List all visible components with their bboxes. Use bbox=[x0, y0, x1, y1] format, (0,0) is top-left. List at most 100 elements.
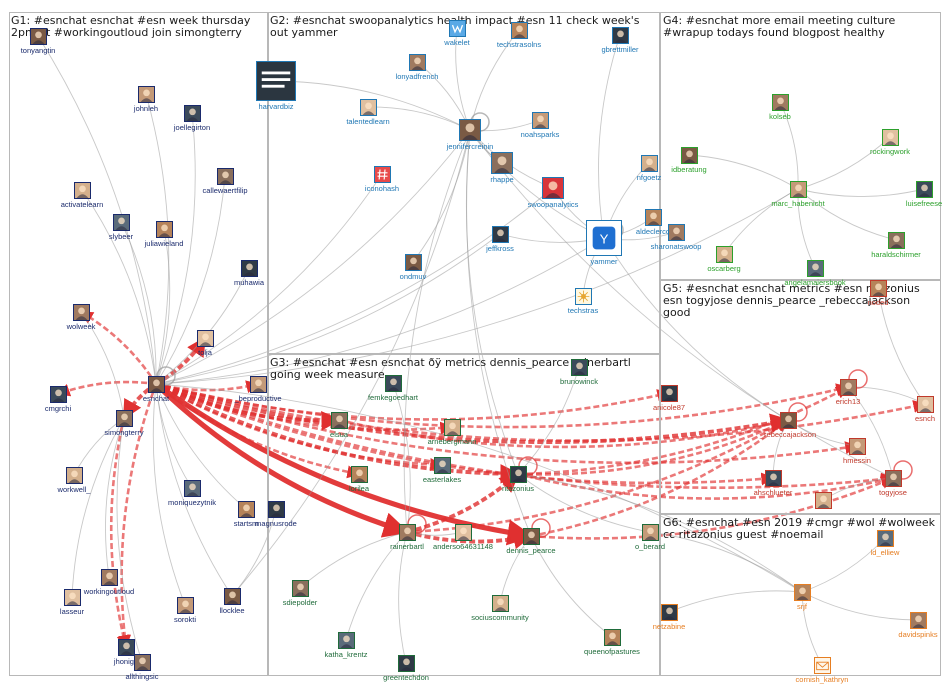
edge-marc_habenicht-luisefreese bbox=[797, 187, 925, 198]
node-label: magnusrode bbox=[255, 518, 297, 528]
workwell-avatar-icon bbox=[65, 466, 83, 484]
idberatung-avatar-icon bbox=[680, 146, 698, 164]
node-label: sdiepolder bbox=[282, 597, 318, 607]
svg-text:Y: Y bbox=[600, 232, 609, 247]
edge-esnchat-anicole87 bbox=[155, 382, 671, 421]
node-label: muhawia bbox=[233, 277, 265, 287]
jennifercreinin-avatar-icon bbox=[459, 119, 481, 141]
node-label: luisefreese bbox=[905, 198, 943, 208]
node-label: _beproductive bbox=[234, 393, 282, 403]
node-label: queenofpastures bbox=[584, 646, 640, 656]
node-label: brunowinck bbox=[560, 376, 598, 386]
node-label: davidspinks bbox=[898, 629, 938, 639]
noded-avatar-icon bbox=[869, 279, 887, 297]
ld_elliew-avatar-icon bbox=[876, 529, 894, 547]
node-label: ritazonius bbox=[501, 483, 535, 493]
node-label: slybeer bbox=[108, 231, 134, 241]
oscarberg-avatar-icon bbox=[715, 245, 733, 263]
sharonatswoop-avatar-icon bbox=[667, 223, 685, 241]
edge-dennis_pearce-togyjose bbox=[530, 476, 895, 540]
edge-esnchat-joellegirton bbox=[155, 112, 196, 385]
node-label: swoopanalytics bbox=[527, 200, 579, 209]
node-label: ondmuv bbox=[399, 271, 427, 281]
edge-dennis_pearce-queenofpastures bbox=[530, 535, 613, 638]
node-label: cmgrchi bbox=[44, 403, 72, 413]
group-box-g2 bbox=[268, 12, 660, 354]
greentechdon-avatar-icon bbox=[397, 654, 415, 672]
edge-marc_habenicht-rockingwork bbox=[797, 136, 891, 190]
node-label: arnebergmann bbox=[427, 436, 477, 446]
edge-rainerbartl-dennis_pearce bbox=[406, 529, 533, 550]
moniquezytnik-avatar-icon bbox=[183, 479, 201, 497]
cornish_kathryn-avatar-icon bbox=[813, 656, 831, 674]
edge-esnchat-cmgrchi bbox=[56, 380, 157, 397]
workingoutloud-avatar-icon bbox=[100, 568, 118, 586]
ondmuv-avatar-icon bbox=[404, 253, 422, 271]
wolweek-avatar-icon bbox=[72, 303, 90, 321]
lorilea-avatar-icon bbox=[350, 465, 368, 483]
node-label: wakelet bbox=[444, 37, 470, 47]
edge-esnchat-arnebergmann bbox=[155, 382, 454, 435]
node-label: o_berard bbox=[634, 541, 666, 551]
node-label: idberatung bbox=[671, 164, 707, 174]
slybeer-avatar-icon bbox=[112, 213, 130, 231]
queenofpastures-avatar-icon bbox=[603, 628, 621, 646]
node-label: noahsparks bbox=[520, 129, 560, 139]
group-box-g6 bbox=[660, 514, 941, 676]
katha_krentz-avatar-icon bbox=[337, 631, 355, 649]
edge-simongterry-lasseur bbox=[69, 417, 125, 598]
johnleh-avatar-icon bbox=[137, 85, 155, 103]
node-label: iconohash bbox=[364, 183, 400, 193]
edge-ondmuv-jennifercreinin bbox=[412, 129, 472, 263]
node-label: lasseur bbox=[59, 606, 85, 616]
node-label: jennifercreinin bbox=[446, 142, 494, 151]
node-label: noded bbox=[867, 297, 889, 307]
node-label: _rebeccajackson bbox=[759, 429, 817, 439]
edge-esnchat-easterlakes bbox=[155, 382, 444, 472]
node-label: katha_krentz bbox=[324, 649, 368, 659]
techstras-avatar-icon bbox=[574, 287, 592, 305]
node-label: workwell_ bbox=[57, 484, 91, 494]
edge-rainerbartl-sdiepolder bbox=[299, 531, 408, 589]
node-label: lonyadfrench bbox=[395, 71, 439, 81]
rhappe-avatar-icon bbox=[491, 152, 513, 174]
edge-ritazonius-rebeccajackson bbox=[517, 418, 790, 476]
angelamaiersbook-avatar-icon bbox=[806, 259, 824, 277]
node-label: jhonig1 bbox=[113, 656, 139, 666]
group-title-g3: G3: #esnchat #esn esnchat ðÿ metrics den… bbox=[270, 356, 631, 381]
node-label: yammer bbox=[590, 257, 618, 266]
edge-esnchat-iconohash bbox=[155, 173, 383, 385]
group-title-g1: G1: #esnchat esnchat #esn week thursday … bbox=[11, 14, 251, 39]
node-label: sociuscommunity bbox=[471, 612, 529, 622]
edge-esnchat-yammer bbox=[155, 237, 605, 385]
edge-rainerbartl-katha_krentz bbox=[344, 531, 408, 641]
edge-esnchat-startsm bbox=[155, 383, 247, 510]
node-label: tolja bbox=[198, 347, 212, 357]
srjf-avatar-icon bbox=[793, 583, 811, 601]
netzabine-avatar-icon bbox=[660, 603, 678, 621]
noahsparks-avatar-icon bbox=[531, 111, 549, 129]
activatelearn-avatar-icon bbox=[73, 181, 91, 199]
edge-techstrasolns-jennifercreinin bbox=[468, 29, 520, 131]
edge-esnchat-callewaertfilip bbox=[155, 175, 227, 385]
iconohash-avatar-icon bbox=[373, 165, 391, 183]
ritazonius-avatar-icon bbox=[509, 465, 527, 483]
sociuscommunity-avatar-icon bbox=[491, 594, 509, 612]
node-label: togyjose bbox=[879, 487, 907, 497]
edge-srjf-ritazonius bbox=[517, 472, 803, 593]
edge-srjf-o_berard bbox=[649, 530, 803, 593]
node-label: erich13 bbox=[835, 396, 861, 406]
node-label: netzabine bbox=[652, 621, 686, 631]
node-label: haraldschirmer bbox=[871, 249, 921, 259]
esnch-avatar-icon bbox=[916, 395, 934, 413]
node-label: joellegirton bbox=[173, 122, 211, 132]
node-label: wolweek bbox=[66, 321, 96, 331]
node-label: sorokti bbox=[173, 614, 197, 624]
edge-esnchat-johnleh bbox=[144, 93, 170, 385]
edge-srjf-esnchat bbox=[155, 382, 803, 593]
edge-esnchat-juliawieland bbox=[155, 228, 171, 385]
edge-esnchat-rebeccajackson bbox=[155, 382, 790, 445]
edge-esnchat-esnch bbox=[155, 382, 927, 442]
edge-jennifercreinin-harvardbiz bbox=[275, 78, 471, 131]
